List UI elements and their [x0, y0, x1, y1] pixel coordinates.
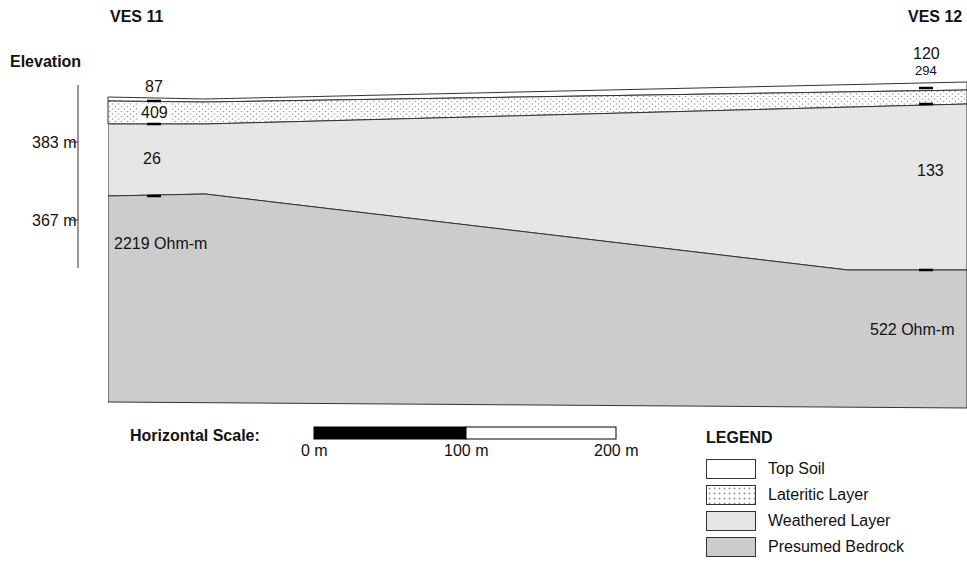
axis-title: Elevation	[10, 53, 81, 71]
station-label: VES 12	[908, 8, 962, 26]
scale-title: Horizontal Scale:	[130, 427, 260, 445]
elevation-value: 367 m	[32, 212, 76, 230]
legend-swatch	[706, 511, 756, 531]
bedrock-layer: 2219 Ohm-m 522 Ohm-m	[108, 190, 967, 412]
resistivity-value: 26	[143, 150, 161, 168]
legend-label: Presumed Bedrock	[768, 538, 904, 556]
resistivity-value: 87	[145, 78, 163, 96]
legend-label: Lateritic Layer	[768, 486, 869, 504]
station-label: VES 11	[110, 8, 163, 26]
scale-bar	[314, 427, 466, 439]
resistivity-value: 522 Ohm-m	[870, 321, 954, 339]
scale-value: 200 m	[594, 442, 638, 460]
elevation-axis	[78, 85, 79, 268]
resistivity-value: 2219 Ohm-m	[114, 235, 207, 253]
resistivity-value: 120	[913, 45, 940, 63]
resistivity-value: 409	[139, 104, 170, 122]
legend-swatch	[706, 459, 756, 479]
elevation-value: 383 m	[32, 134, 76, 152]
resistivity-value: 133	[917, 162, 944, 180]
scale-bar	[466, 427, 616, 439]
legend-title: LEGEND	[706, 429, 773, 447]
layer-shape	[108, 190, 967, 412]
legend-label: Top Soil	[768, 460, 825, 478]
legend-label: Weathered Layer	[768, 512, 890, 530]
scale-value: 0 m	[301, 442, 328, 460]
legend-swatch	[706, 485, 756, 505]
resistivity-value: 294	[915, 64, 937, 78]
scale-value: 100 m	[444, 442, 488, 460]
legend-swatch	[706, 537, 756, 557]
